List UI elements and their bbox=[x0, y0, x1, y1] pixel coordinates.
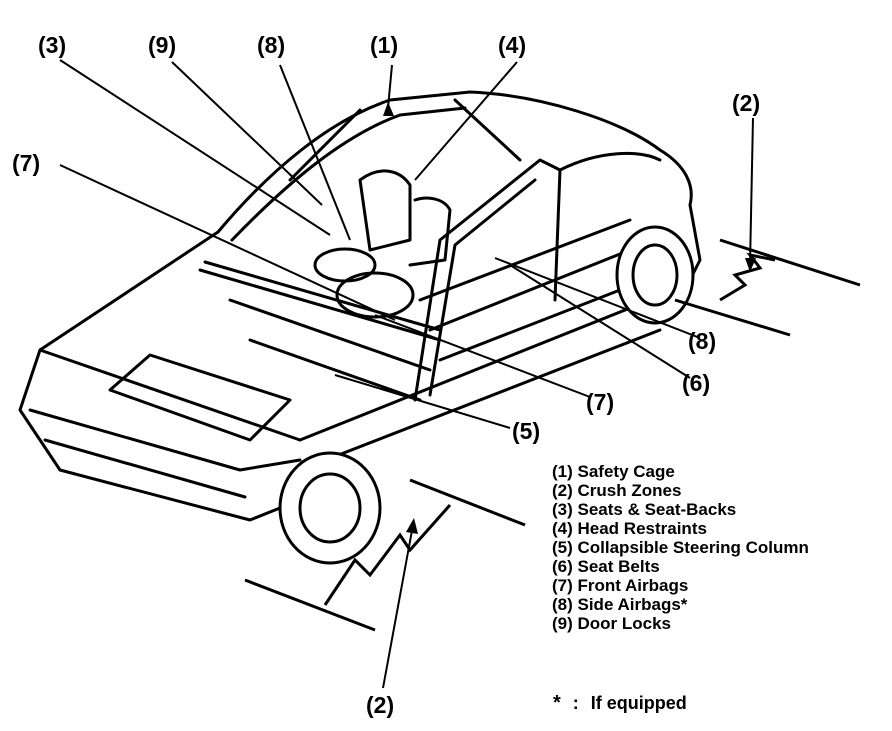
legend-item-crush-zones: (2) Crush Zones bbox=[552, 481, 682, 500]
footnote-colon: : bbox=[572, 693, 579, 713]
callout-4-top: (4) bbox=[498, 32, 527, 58]
legend: (1) Safety Cage (2) Crush Zones (3) Seat… bbox=[552, 462, 809, 633]
callout-1-top: (1) bbox=[370, 32, 399, 58]
legend-item-side-airbags: (8) Side Airbags* bbox=[552, 595, 688, 614]
callout-3-top: (3) bbox=[38, 32, 67, 58]
callout-2-right: (2) bbox=[732, 90, 761, 116]
callout-5-right: (5) bbox=[512, 418, 541, 444]
footnote-text: If equipped bbox=[590, 693, 687, 713]
legend-item-steering-column: (5) Collapsible Steering Column bbox=[552, 538, 809, 557]
callout-2-bottom: (2) bbox=[366, 692, 395, 718]
legend-item-safety-cage: (1) Safety Cage bbox=[552, 462, 675, 481]
wheels bbox=[278, 225, 695, 565]
callout-8-top: (8) bbox=[257, 32, 286, 58]
car-body-outline bbox=[18, 90, 702, 522]
legend-item-seats: (3) Seats & Seat-Backs bbox=[552, 500, 737, 519]
crush-zone-springs bbox=[244, 238, 861, 632]
callout-6-right: (6) bbox=[682, 370, 711, 396]
footnote: *: If equipped bbox=[553, 692, 687, 715]
legend-item-front-airbags: (7) Front Airbags bbox=[552, 576, 689, 595]
arrowheads bbox=[383, 102, 756, 534]
footnote-asterisk: * bbox=[553, 692, 561, 714]
callout-9-top: (9) bbox=[148, 32, 177, 58]
legend-item-head-restraints: (4) Head Restraints bbox=[552, 519, 707, 538]
callout-7-left: (7) bbox=[12, 150, 41, 176]
callout-7-right: (7) bbox=[586, 389, 615, 415]
legend-item-door-locks: (9) Door Locks bbox=[552, 614, 672, 633]
callout-8-right: (8) bbox=[688, 328, 717, 354]
legend-item-seat-belts: (6) Seat Belts bbox=[552, 557, 660, 576]
leader-lines bbox=[59, 59, 754, 689]
